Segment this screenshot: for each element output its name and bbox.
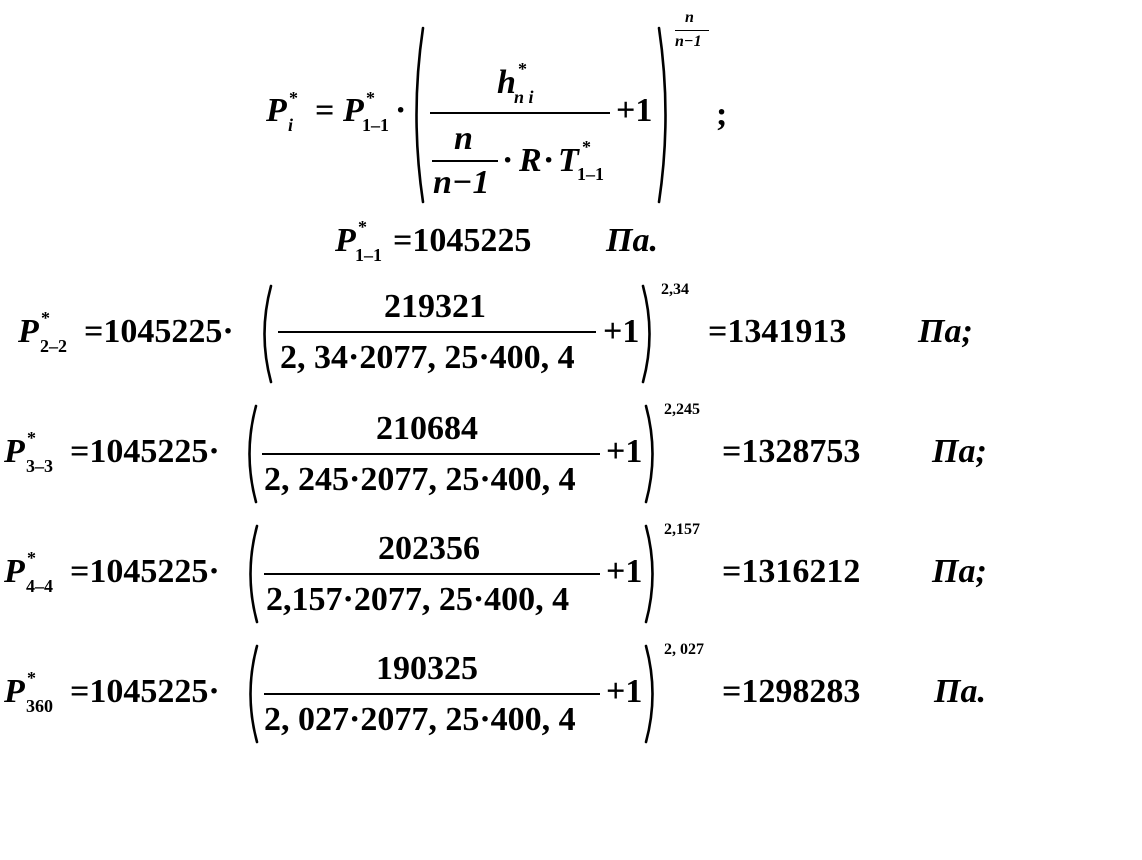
row-unit: Па. xyxy=(934,673,986,710)
row-sub: 4–4 xyxy=(26,576,53,596)
lhs-star: * xyxy=(289,88,298,108)
den-t-star: * xyxy=(582,137,591,157)
given-sub: 1–1 xyxy=(355,245,382,265)
row-sub: 3–3 xyxy=(26,456,53,476)
left-paren-icon xyxy=(415,26,425,204)
left-paren-icon xyxy=(249,644,259,744)
inner-fraction-bar xyxy=(432,160,498,162)
semicolon: ; xyxy=(716,96,728,133)
row-result: =1328753 xyxy=(722,433,861,470)
numerator-star: * xyxy=(518,59,527,79)
fraction-bar xyxy=(278,331,596,333)
den-r: R xyxy=(519,142,542,179)
row-result: =1298283 xyxy=(722,673,861,710)
den-t-sub: 1–1 xyxy=(577,164,604,184)
right-paren-icon xyxy=(644,404,654,504)
row-numerator: 202356 xyxy=(378,530,480,567)
row-plus-one: +1 xyxy=(606,553,643,590)
row-result: =1341913 xyxy=(708,313,847,350)
row-exponent: 2,34 xyxy=(661,281,689,298)
fraction-bar xyxy=(430,112,610,114)
row-plus-one: +1 xyxy=(606,673,643,710)
row-numerator: 219321 xyxy=(384,288,486,325)
row-p: P xyxy=(4,673,25,710)
left-paren-icon xyxy=(248,404,258,504)
coef-star: * xyxy=(366,88,375,108)
row-exponent: 2, 027 xyxy=(664,641,704,658)
row-coef: =1045225· xyxy=(84,313,234,350)
row-sub: 2–2 xyxy=(40,336,67,356)
row-numerator: 210684 xyxy=(376,410,478,447)
lhs-p: P xyxy=(266,92,287,129)
right-paren-icon xyxy=(644,524,654,624)
plus-one: +1 xyxy=(616,92,653,129)
row-denominator: 2, 027·2077, 25·400, 4 xyxy=(264,701,576,738)
row-plus-one: +1 xyxy=(603,313,640,350)
exp-fraction-bar xyxy=(675,30,709,31)
row-numerator: 190325 xyxy=(376,650,478,687)
numerator-h: h xyxy=(497,64,516,101)
left-paren-icon xyxy=(263,284,273,384)
row-p: P xyxy=(18,313,39,350)
given-unit: Па. xyxy=(606,222,658,259)
row-star: * xyxy=(27,548,36,568)
den-dot-1: · xyxy=(502,142,514,179)
coef-sub: 1–1 xyxy=(362,115,389,135)
row-p: P xyxy=(4,433,25,470)
row-plus-one: +1 xyxy=(606,433,643,470)
row-coef: =1045225· xyxy=(70,553,220,590)
row-coef: =1045225· xyxy=(70,433,220,470)
fraction-bar xyxy=(262,453,600,455)
given-star: * xyxy=(358,217,367,237)
dot: · xyxy=(395,92,407,129)
row-unit: Па; xyxy=(932,433,987,470)
den-t: T xyxy=(558,142,579,179)
right-paren-icon xyxy=(644,644,654,744)
den-n-minus-1: n−1 xyxy=(433,164,490,201)
fraction-bar xyxy=(264,693,600,695)
row-denominator: 2, 34·2077, 25·400, 4 xyxy=(280,339,575,376)
right-paren-icon xyxy=(657,26,667,204)
row-denominator: 2,157·2077, 25·400, 4 xyxy=(266,581,570,618)
exp-den: n−1 xyxy=(675,33,702,50)
fraction-bar xyxy=(264,573,600,575)
row-result: =1316212 xyxy=(722,553,861,590)
exp-num: n xyxy=(685,9,694,26)
row-unit: Па; xyxy=(918,313,973,350)
den-dot-2: · xyxy=(543,142,555,179)
given-value-text: =1045225 xyxy=(393,222,532,259)
row-unit: Па; xyxy=(932,553,987,590)
den-n: n xyxy=(454,120,473,157)
coef-p: P xyxy=(343,92,364,129)
row-p: P xyxy=(4,553,25,590)
row-star: * xyxy=(27,428,36,448)
given-p: P xyxy=(335,222,356,259)
row-denominator: 2, 245·2077, 25·400, 4 xyxy=(264,461,576,498)
row-exponent: 2,157 xyxy=(664,521,700,538)
numerator-sub: n i xyxy=(514,87,534,107)
left-paren-icon xyxy=(249,524,259,624)
row-sub: 360 xyxy=(26,696,53,716)
right-paren-icon xyxy=(641,284,651,384)
equals: = xyxy=(315,92,335,129)
row-coef: =1045225· xyxy=(70,673,220,710)
row-star: * xyxy=(41,308,50,328)
row-star: * xyxy=(27,668,36,688)
lhs-sub: i xyxy=(288,115,294,135)
row-exponent: 2,245 xyxy=(664,401,700,418)
